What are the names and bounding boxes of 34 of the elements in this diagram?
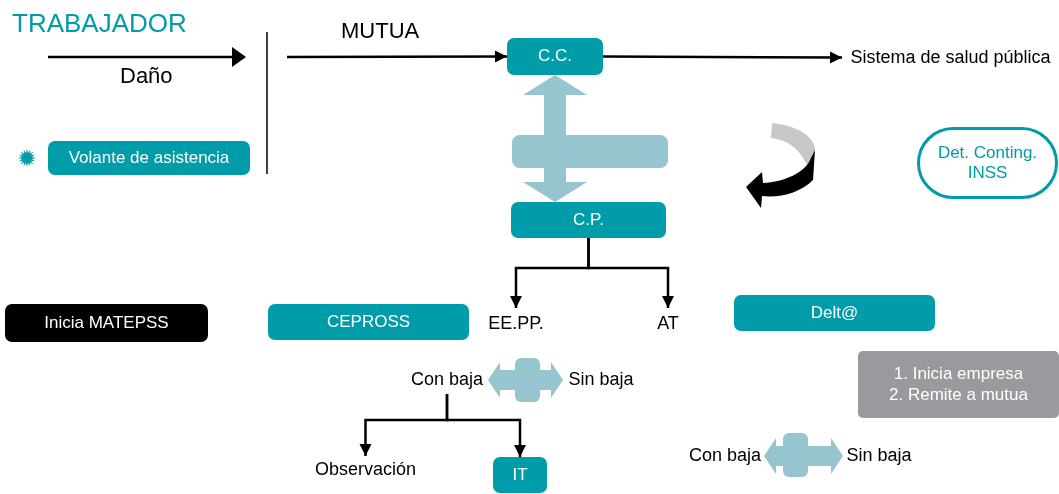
box-label: Volante de asistencia [68,147,230,169]
text-label: Daño [120,63,173,89]
node-text: AT [648,308,688,340]
process-box [5,304,208,342]
arrow [603,51,842,64]
box-label: C.P. [573,209,604,231]
process-box [48,141,250,175]
box-label: CEPROSS [326,311,411,333]
arrow [445,394,526,457]
text-label: MUTUA [341,18,420,44]
box-label: Inicia MATEPSS [44,312,169,334]
node-text: Sin baja [843,442,915,470]
rounded-box [917,127,1058,199]
box-label: 2. Remite a mutua [889,384,1028,405]
process-box [507,38,603,75]
arrow [587,238,674,308]
heading: TRABAJADOR [12,8,187,39]
process-box [734,295,935,331]
box-label: Det. Conting. INSS [936,142,1039,184]
node-text: Con baja [406,366,488,394]
box-label: IT [512,464,528,486]
note-box [858,351,1059,418]
node-text: Con baja [686,442,764,470]
process-box [511,202,666,238]
node-text: Sistema de salud pública [842,45,1059,70]
arrow [287,50,507,63]
node-text: Sin baja [563,366,639,394]
process-box [493,457,547,493]
node-text: EE.PP. [476,308,556,340]
box-label: C.C. [538,46,572,67]
box-label: 1. Inicia empresa [893,364,1024,385]
node-text: Observación [311,456,420,484]
box-label: Delt@ [810,302,859,324]
process-box [268,304,469,340]
